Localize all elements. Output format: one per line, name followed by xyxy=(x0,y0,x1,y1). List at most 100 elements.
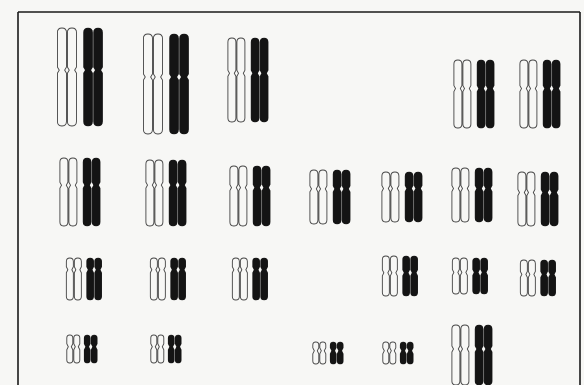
chromosome-filled-chromatid-right xyxy=(179,258,186,300)
chromosome-filled-chromatid-right xyxy=(180,34,189,134)
chromosome-outline-chromatid-left xyxy=(151,335,157,363)
chromosome-filled xyxy=(170,34,189,134)
chromosome-pair xyxy=(232,258,267,300)
chromosome-outline xyxy=(150,258,165,300)
karyotype-row-3 xyxy=(66,256,555,300)
chromosome-pair xyxy=(313,342,343,364)
chromosome-outline-chromatid-left xyxy=(57,28,66,126)
chromosome-filled xyxy=(84,28,103,126)
chromosome-outline-chromatid-left xyxy=(60,158,68,226)
chromosome-pair xyxy=(310,170,350,224)
chromosome-outline-chromatid-left xyxy=(66,258,73,300)
karyotype-row-1 xyxy=(57,28,560,134)
chromosome-outline-chromatid-right xyxy=(155,160,163,226)
chromosome-outline-chromatid-left xyxy=(454,60,462,128)
chromosome-outline-chromatid-right xyxy=(74,335,80,363)
chromosome-pair xyxy=(150,258,185,300)
chromosome-pair xyxy=(66,258,101,300)
chromosome-outline-chromatid-left xyxy=(452,258,459,294)
chromosome-filled-chromatid-right xyxy=(411,256,418,296)
chromosome-filled xyxy=(475,168,492,222)
chromosome-filled xyxy=(541,172,558,226)
chromosome-filled-chromatid-left xyxy=(543,60,551,128)
chromosome-filled xyxy=(473,258,488,294)
chromosome-filled-chromatid-left xyxy=(168,335,174,363)
chromosome-filled xyxy=(333,170,350,224)
chromosome-filled-chromatid-right xyxy=(260,38,268,122)
chromosome-filled-chromatid-left xyxy=(333,170,341,224)
chromosome-filled-chromatid-left xyxy=(473,258,480,294)
chromosome-filled-chromatid-left xyxy=(403,256,410,296)
chromosome-filled xyxy=(253,166,270,226)
chromosome-outline xyxy=(228,38,245,122)
chromosome-filled-chromatid-right xyxy=(262,166,270,226)
chromosome-filled xyxy=(87,258,102,300)
chromosome-outline-chromatid-left xyxy=(382,172,390,222)
chromosome-pair xyxy=(520,260,555,296)
chromosome-pair xyxy=(146,160,186,226)
chromosome-filled-chromatid-left xyxy=(83,158,91,226)
chromosome-filled-chromatid-left xyxy=(541,260,548,296)
chromosome-outline-chromatid-left xyxy=(146,160,154,226)
chromosome-outline-chromatid-left xyxy=(452,168,460,222)
chromosome-outline-chromatid-right xyxy=(320,342,326,364)
chromosome-outline xyxy=(66,258,81,300)
chromosome-outline-chromatid-right xyxy=(153,34,162,134)
chromosome-filled-chromatid-right xyxy=(486,60,494,128)
chromosome-outline-chromatid-right xyxy=(461,168,469,222)
chromosome-pair xyxy=(382,172,422,222)
chromosome-outline-chromatid-right xyxy=(390,342,396,364)
chromosome-filled-chromatid-right xyxy=(414,172,422,222)
chromosome-outline-chromatid-right xyxy=(69,158,77,226)
chromosome-filled xyxy=(403,256,418,296)
chromosome-pair xyxy=(520,60,560,128)
chromosome-filled xyxy=(253,258,268,300)
chromosome-filled-chromatid-left xyxy=(84,28,93,126)
chromosome-filled-chromatid-right xyxy=(337,342,343,364)
chromosome-outline-chromatid-right xyxy=(527,172,535,226)
chromosome-pair xyxy=(452,258,487,294)
chromosome-filled xyxy=(543,60,560,128)
chromosome-filled-chromatid-right xyxy=(178,160,186,226)
chromosome-filled xyxy=(171,258,186,300)
chromosome-filled xyxy=(169,160,186,226)
chromosome-filled-chromatid-right xyxy=(94,28,103,126)
chromosome-filled-chromatid-left xyxy=(171,258,178,300)
chromosome-outline xyxy=(454,60,471,128)
chromosome-filled-chromatid-right xyxy=(549,260,556,296)
chromosome-outline-chromatid-right xyxy=(319,170,327,224)
chromosome-filled xyxy=(400,342,413,364)
karyotype-row-2 xyxy=(60,158,558,226)
chromosome-filled-chromatid-right xyxy=(342,170,350,224)
chromosome-outline xyxy=(67,335,80,363)
chromosome-filled-chromatid-left xyxy=(253,258,260,300)
chromosome-outline-chromatid-right xyxy=(67,28,76,126)
chromosome-filled xyxy=(168,335,181,363)
chromosome-pair xyxy=(67,335,97,363)
chromosome-filled-chromatid-left xyxy=(84,335,90,363)
chromosome-filled xyxy=(84,335,97,363)
chromosome-outline xyxy=(518,172,535,226)
chromosome-outline-chromatid-left xyxy=(228,38,236,122)
chromosome-outline-chromatid-right xyxy=(461,325,469,385)
chromosome-outline-chromatid-left xyxy=(150,258,157,300)
chromosome-pair xyxy=(143,34,188,134)
chromosome-filled-chromatid-left xyxy=(400,342,406,364)
chromosome-pair xyxy=(454,60,494,128)
chromosome-outline-chromatid-left xyxy=(232,258,239,300)
chromosome-pair xyxy=(57,28,102,126)
chromosome-outline-chromatid-right xyxy=(74,258,81,300)
chromosome-outline xyxy=(232,258,247,300)
chromosome-outline-chromatid-left xyxy=(520,60,528,128)
chromosome-outline-chromatid-left xyxy=(310,170,318,224)
chromosome-pair xyxy=(452,325,492,385)
chromosome-outline-chromatid-right xyxy=(529,60,537,128)
chromosome-outline-chromatid-left xyxy=(230,166,238,226)
chromosome-outline xyxy=(382,172,399,222)
chromosome-pair xyxy=(230,166,270,226)
chromosome-outline xyxy=(520,260,535,296)
chromosome-filled-chromatid-right xyxy=(481,258,488,294)
chromosome-filled-chromatid-right xyxy=(261,258,268,300)
chromosome-outline xyxy=(146,160,163,226)
